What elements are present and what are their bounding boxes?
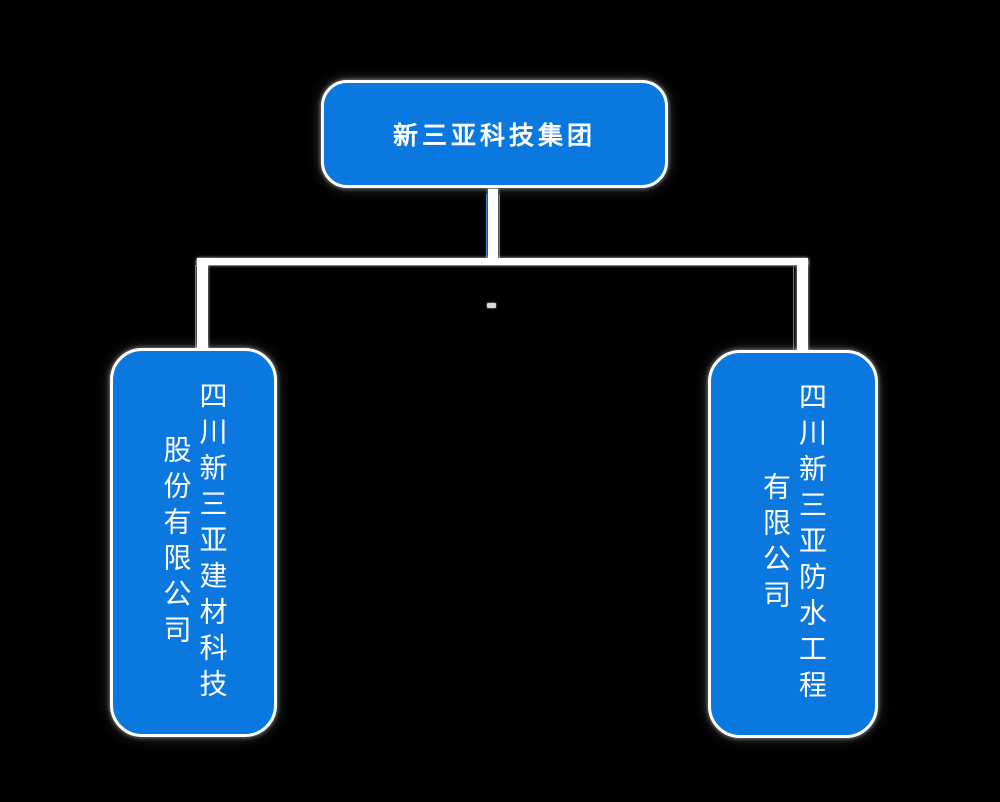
connector-stem xyxy=(488,189,498,262)
render-artifact-dot xyxy=(487,303,496,308)
node-subsidiary-waterproofing: 四川新三亚防水工程 有限公司 xyxy=(708,350,878,738)
subsidiary-left-label: 四川新三亚建材科技 股份有限公司 xyxy=(158,381,230,705)
connector-horizontal xyxy=(197,258,808,265)
subsidiary-right-label-line1: 四川新三亚防水工程 xyxy=(795,382,828,706)
connector-drop-right-edge xyxy=(793,265,794,354)
connector-drop-left-edge xyxy=(195,265,196,353)
subsidiary-left-label-line2: 股份有限公司 xyxy=(159,434,193,651)
node-subsidiary-building-materials: 四川新三亚建材科技 股份有限公司 xyxy=(110,348,277,737)
subsidiary-left-label-line1: 四川新三亚建材科技 xyxy=(195,380,229,705)
connector-drop-right xyxy=(797,260,808,354)
subsidiary-right-label: 四川新三亚防水工程 有限公司 xyxy=(757,382,829,706)
connector-horizontal-edge xyxy=(195,265,795,266)
node-parent-company: 新三亚科技集团 xyxy=(321,80,668,188)
subsidiary-right-label-line2: 有限公司 xyxy=(759,472,792,616)
parent-company-label: 新三亚科技集团 xyxy=(392,121,596,150)
connector-stem-edge-right xyxy=(499,194,500,264)
connector-stem-edge-left xyxy=(486,194,487,264)
connector-drop-left xyxy=(197,260,208,353)
